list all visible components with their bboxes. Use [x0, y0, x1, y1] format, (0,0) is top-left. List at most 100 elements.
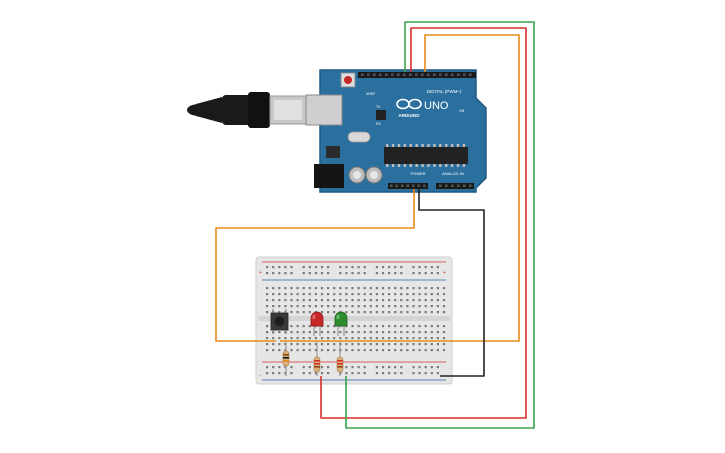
chip-pin [386, 144, 389, 147]
breadboard-hole [278, 349, 281, 352]
breadboard-hole [357, 272, 360, 275]
breadboard-hole [284, 287, 287, 290]
breadboard-hole [424, 337, 427, 340]
breadboard-hole [418, 299, 421, 302]
breadboard-hole [394, 311, 397, 314]
breadboard-hole [345, 337, 348, 340]
breadboard-hole [436, 293, 439, 296]
breadboard-hole [412, 266, 415, 269]
breadboard-hole [339, 293, 342, 296]
breadboard-hole [412, 372, 415, 375]
breadboard-hole [345, 305, 348, 308]
breadboard-hole [381, 372, 385, 375]
chip-pin [409, 164, 412, 167]
red-led [310, 311, 324, 336]
chip-pin [456, 144, 460, 147]
breadboard-hole [442, 337, 446, 340]
breadboard-hole [430, 293, 433, 296]
breadboard-hole [266, 272, 269, 275]
breadboard-hole [296, 349, 299, 352]
breadboard-hole [418, 343, 421, 346]
breadboard-hole [302, 337, 305, 340]
chip-pin [421, 144, 424, 147]
header-hole [427, 73, 430, 76]
breadboard-hole [296, 343, 299, 346]
power-jack [314, 164, 344, 188]
chip-pin [439, 144, 442, 147]
breadboard-hole [266, 366, 269, 369]
breadboard-hole [412, 287, 415, 290]
breadboard-hole [430, 337, 433, 340]
breadboard-hole [296, 331, 299, 334]
power-label: POWER [410, 171, 425, 176]
breadboard-hole [388, 311, 391, 314]
breadboard-hole [327, 299, 330, 302]
breadboard-hole [333, 311, 336, 314]
breadboard-hole [424, 272, 427, 275]
breadboard-hole [333, 337, 336, 340]
breadboard-hole [351, 343, 354, 346]
breadboard-hole [357, 337, 360, 340]
breadboard-hole [345, 372, 348, 375]
chip-pin [415, 164, 418, 167]
breadboard-hole [320, 343, 324, 346]
breadboard-hole [418, 325, 421, 328]
breadboard-hole [351, 305, 354, 308]
breadboard-hole [314, 272, 317, 275]
header-hole [451, 73, 454, 76]
header-hole [395, 184, 398, 187]
breadboard-hole [375, 349, 378, 352]
chip-pin [391, 164, 395, 167]
breadboard-hole [388, 325, 391, 328]
breadboard-hole [278, 366, 281, 369]
breadboard-hole [302, 325, 305, 328]
wire-red-pin [320, 27, 527, 419]
usb-port [305, 94, 343, 126]
breadboard-hole [308, 366, 311, 369]
breadboard-hole [308, 337, 311, 340]
breadboard-hole [406, 337, 409, 340]
breadboard-hole [351, 266, 354, 269]
breadboard-hole [394, 366, 397, 369]
chip-pin [462, 164, 466, 167]
breadboard-hole [320, 266, 324, 269]
breadboard-hole [424, 293, 427, 296]
breadboard-hole [290, 331, 293, 334]
breadboard-hole [351, 331, 354, 334]
header-hole [409, 73, 412, 76]
breadboard-hole [357, 287, 360, 290]
breadboard-hole [290, 272, 293, 275]
breadboard-hole [375, 337, 378, 340]
header-hole [401, 184, 404, 187]
pushbutton [270, 309, 289, 334]
breadboard-hole [357, 349, 360, 352]
header-holes [361, 73, 472, 187]
breadboard-hole [278, 293, 281, 296]
breadboard-hole [296, 325, 299, 328]
breadboard-hole [284, 293, 287, 296]
breadboard-hole [327, 366, 330, 369]
breadboard-hole [363, 299, 366, 302]
arduino-board: ARDUINO UNO DIGITAL (PWM~) POWER ANALOG … [305, 69, 487, 193]
breadboard-hole [308, 343, 311, 346]
breadboard-hole [375, 287, 378, 290]
breadboard-hole [430, 287, 433, 290]
breadboard-hole [290, 349, 293, 352]
breadboard-hole [375, 343, 378, 346]
breadboard-hole [436, 331, 439, 334]
resistor [336, 342, 344, 376]
breadboard-hole [442, 299, 446, 302]
breadboard-hole [327, 331, 330, 334]
header-hole [385, 73, 388, 76]
breadboard-hole [424, 299, 427, 302]
breadboard-hole [314, 266, 317, 269]
breadboard-hole [400, 305, 403, 308]
breadboard-hole [363, 331, 366, 334]
header-hole [469, 184, 472, 187]
chip-pin [445, 164, 448, 167]
breadboard-hole [400, 293, 403, 296]
tx-label: TX [376, 105, 381, 109]
breadboard-hole [369, 331, 372, 334]
breadboard-hole [400, 266, 403, 269]
breadboard-hole [381, 299, 385, 302]
